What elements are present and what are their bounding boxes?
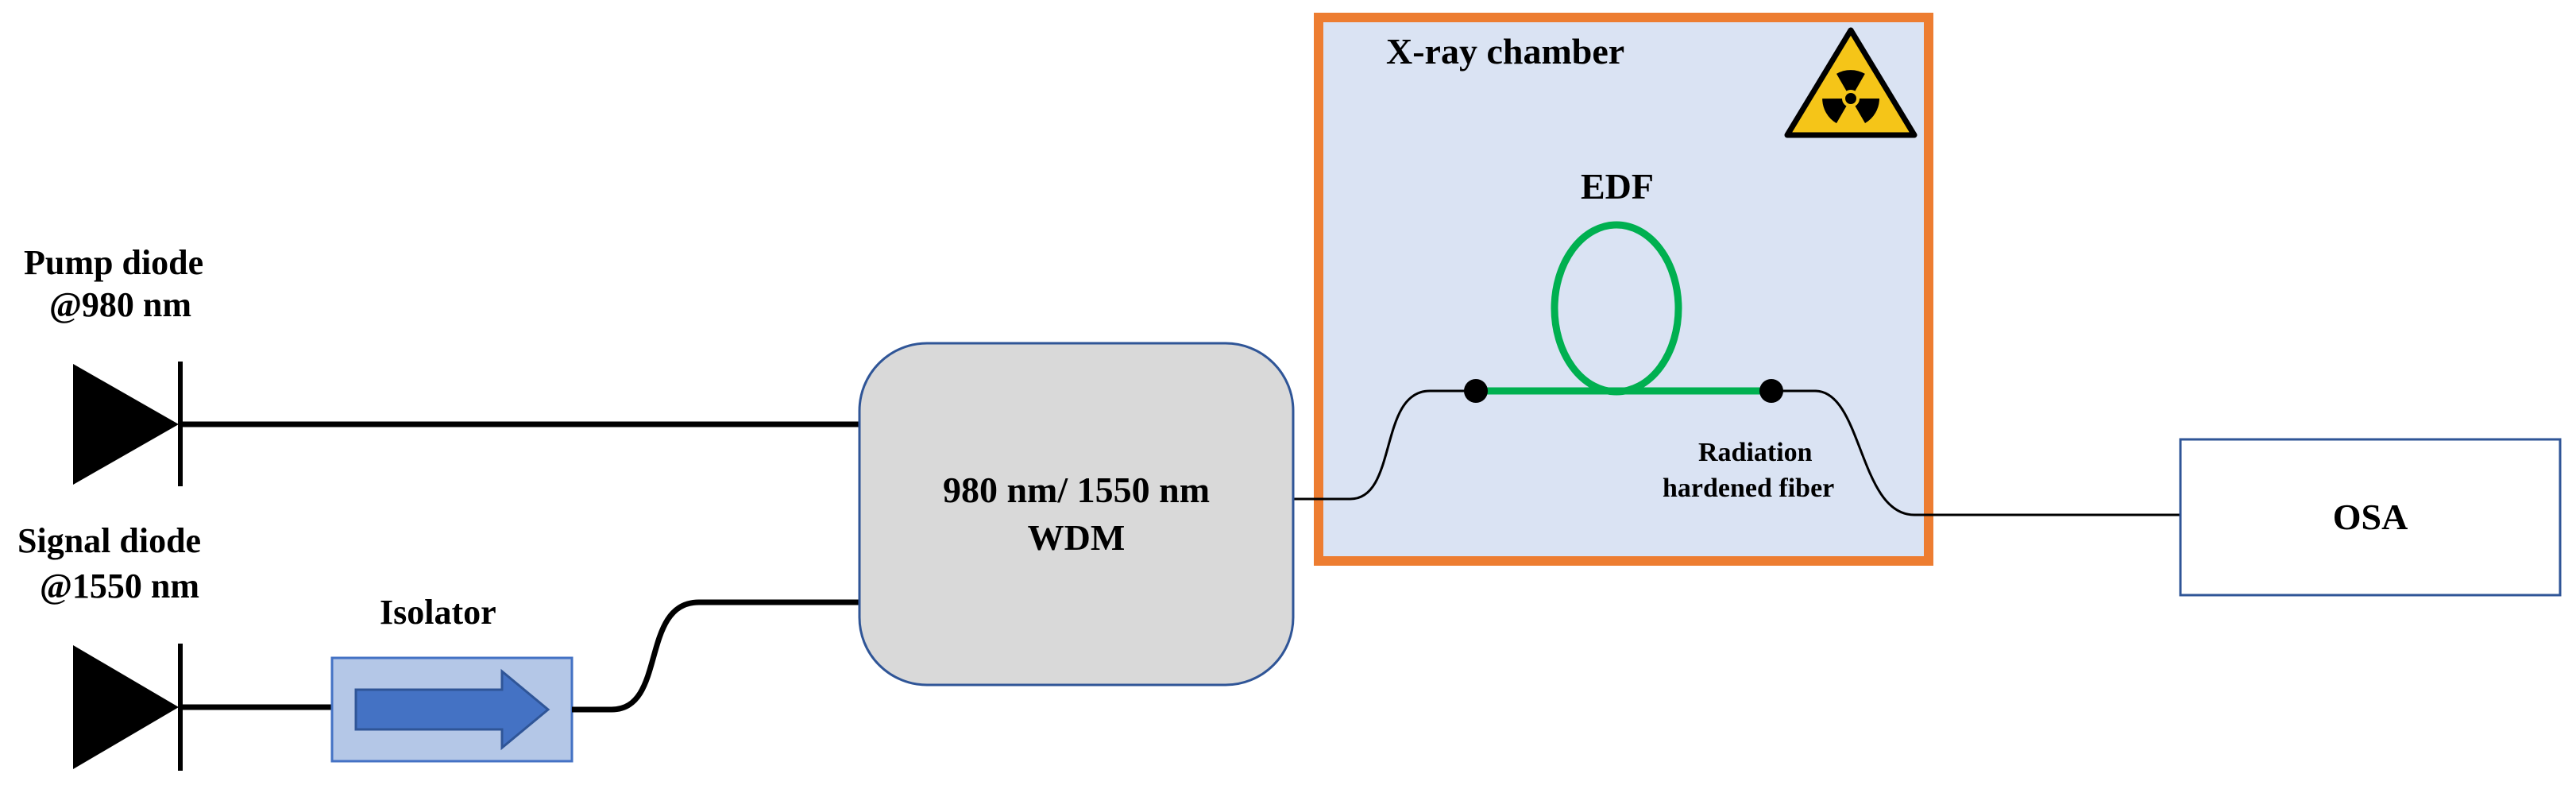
fiber-label-line2: hardened fiber <box>1663 474 1834 503</box>
pump-diode-label-line2: @980 nm <box>49 285 191 324</box>
pump-diode-label-line1: Pump diode <box>24 243 203 282</box>
isolator-to-wdm-fiber <box>572 599 859 713</box>
signal-diode-label-line1: Signal diode <box>17 521 201 560</box>
signal-diode-icon <box>73 644 183 771</box>
osa-box <box>2179 438 2562 597</box>
xray-chamber-label: X-ray chamber <box>1386 31 1624 72</box>
radiation-warning-icon <box>1784 27 1918 138</box>
wdm-label-line1: 980 nm/ 1550 nm <box>943 470 1210 510</box>
wdm-label-line2: WDM <box>1028 517 1126 558</box>
fiber-label-line1: Radiation <box>1698 438 1813 467</box>
osa-label: OSA <box>2333 497 2408 537</box>
isolator-label: Isolator <box>380 593 496 632</box>
wdm-box <box>858 342 1295 687</box>
signal-diode-label-line2: @1550 nm <box>40 567 199 605</box>
isolator-arrow-icon <box>354 668 550 751</box>
pump-diode-icon <box>73 362 183 486</box>
fiber-edf-to-osa <box>1771 389 2180 516</box>
edf-label: EDF <box>1581 166 1654 207</box>
fiber-wdm-to-edf <box>1293 389 1476 501</box>
